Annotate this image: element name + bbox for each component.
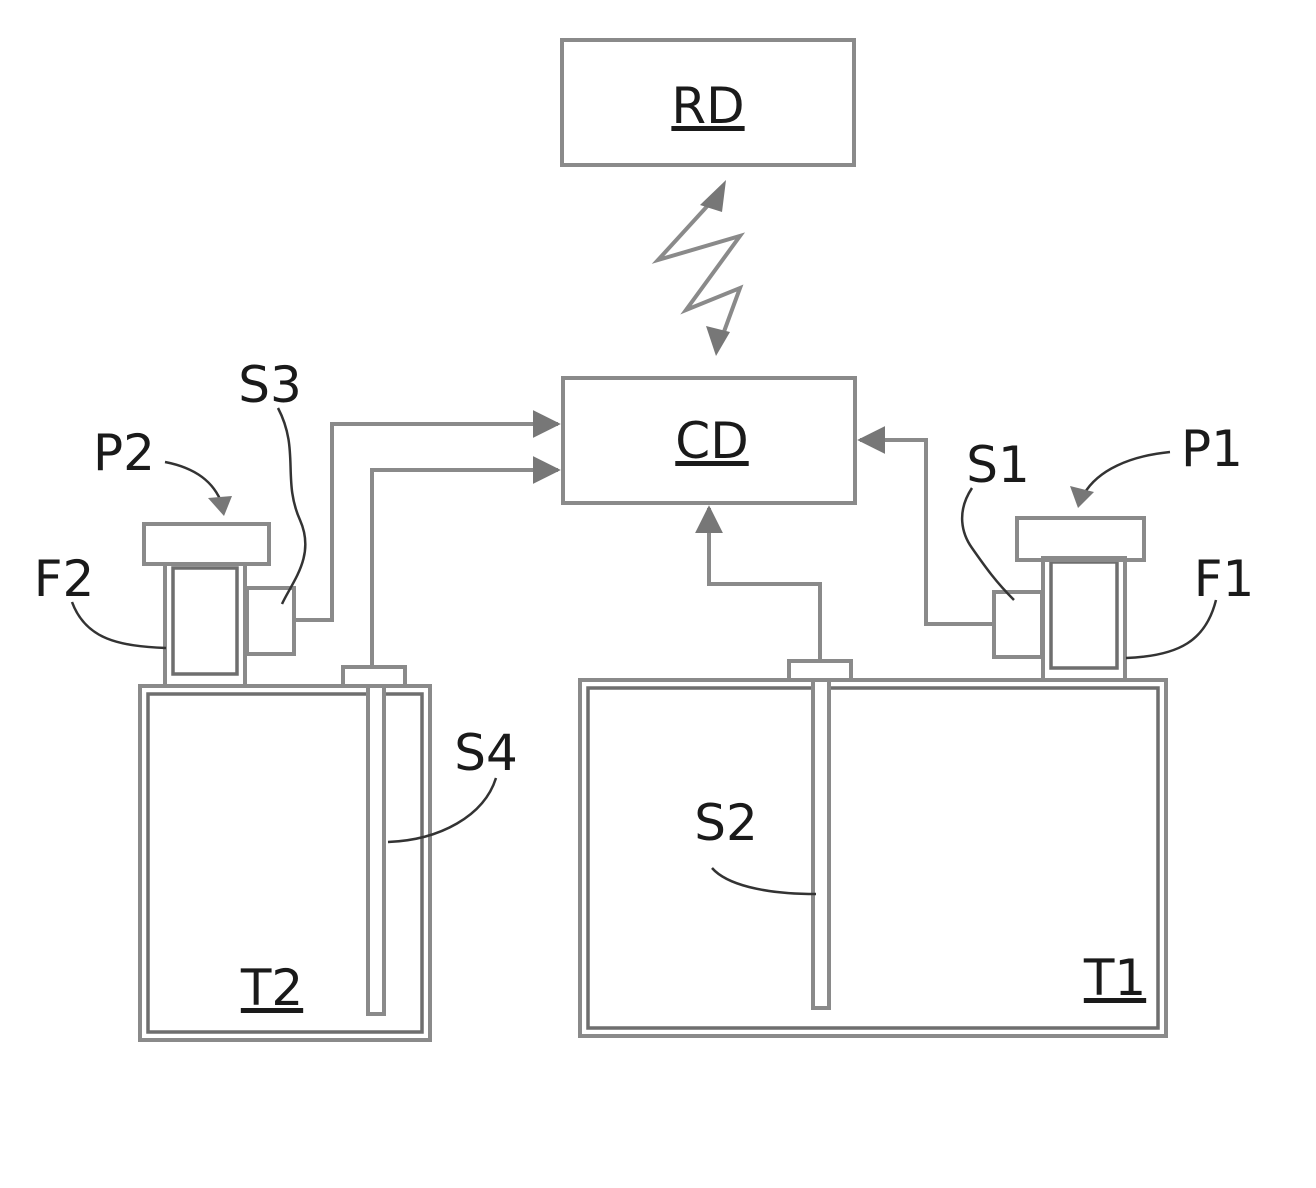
rd-block: RD — [562, 40, 854, 165]
p1-arrow — [1070, 486, 1094, 508]
sensor-s1 — [994, 592, 1042, 657]
s3-signal-line — [295, 424, 558, 620]
tank-t2: T2 — [140, 686, 430, 1040]
p2-arrow — [208, 496, 232, 516]
cap-p1 — [1017, 518, 1144, 560]
s3-label: S3 — [238, 356, 302, 414]
sensor-s3 — [247, 588, 294, 654]
t1-label: T1 — [1083, 949, 1146, 1007]
s2-label: S2 — [694, 794, 758, 852]
p2-label: P2 — [93, 424, 155, 482]
s4-signal-line — [372, 470, 558, 665]
cap-p2 — [144, 524, 269, 564]
signal-lines — [295, 424, 992, 665]
f2-label: F2 — [34, 550, 95, 608]
rd-label: RD — [671, 77, 744, 135]
sensor-s2 — [789, 661, 851, 1008]
filler-neck-f2 — [165, 564, 245, 686]
t2-label: T2 — [240, 959, 303, 1017]
s1-label: S1 — [966, 436, 1030, 494]
tank-t1: T1 — [580, 680, 1166, 1036]
cd-block: CD — [563, 378, 855, 503]
f1-label: F1 — [1194, 550, 1255, 608]
wireless-link — [658, 180, 740, 356]
s2-signal-line — [709, 508, 820, 665]
p1-label: P1 — [1181, 420, 1243, 478]
cd-label: CD — [675, 412, 748, 470]
filler-neck-f1 — [1043, 558, 1125, 680]
s4-label: S4 — [454, 724, 518, 782]
